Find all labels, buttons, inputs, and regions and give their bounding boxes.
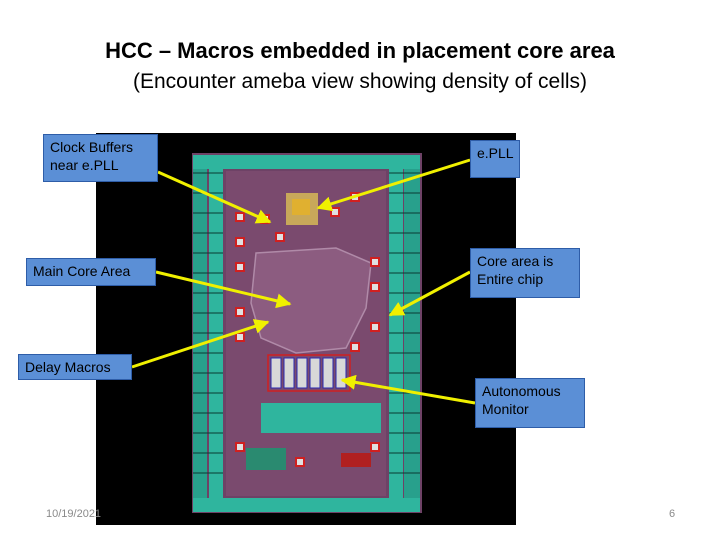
chip-layout-drawing	[192, 153, 422, 513]
footer-date: 10/19/2021	[46, 508, 102, 520]
main-core-density	[250, 247, 372, 354]
chip-layout-image	[96, 133, 516, 525]
callout-epll: e.PLL	[470, 140, 520, 178]
slide-title: HCC – Macros embedded in placement core …	[105, 38, 615, 63]
page-number: 6	[669, 508, 676, 520]
delay-macro-array	[270, 357, 347, 389]
pad-separators	[193, 172, 420, 474]
arrow-main-core	[155, 270, 292, 309]
callout-autonomous-monitor: Autonomous Monitor	[475, 378, 585, 428]
arrow-core-area	[388, 270, 471, 317]
callout-core-area: Core area is Entire chip	[470, 248, 580, 298]
arrow-epll	[316, 158, 471, 212]
callout-main-core-area: Main Core Area	[26, 258, 156, 286]
top-pad-row	[193, 155, 420, 169]
slide-subtitle: (Encounter ameba view showing density of…	[132, 70, 588, 93]
arrow-autonomous	[340, 374, 476, 405]
autonomous-monitor-block	[261, 403, 381, 433]
arrow-clock-buffers	[157, 170, 272, 224]
arrow-delay-macros	[131, 319, 270, 369]
callout-delay-macros: Delay Macros	[18, 354, 132, 380]
bottom-pad-row	[193, 498, 420, 512]
callout-clock-buffers: Clock Buffers near e.PLL	[43, 134, 158, 182]
